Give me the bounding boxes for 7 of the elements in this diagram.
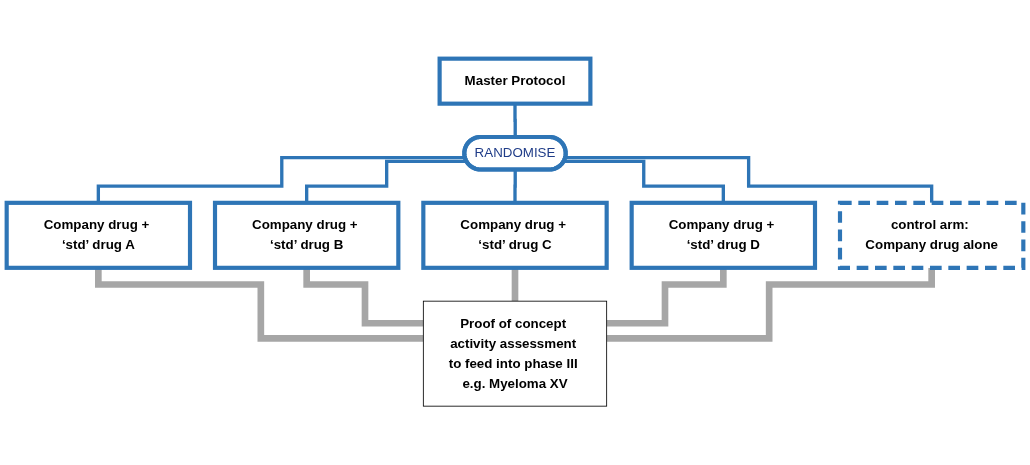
node-box: Company drug + ‘std’ drug A — [4, 200, 193, 270]
node-box: control arm: Company drug alone — [837, 200, 1026, 270]
node-box: Master Protocol — [437, 56, 593, 106]
node-box: Company drug + ‘std’ drug C — [421, 200, 609, 270]
node-box: Company drug + ‘std’ drug D — [629, 200, 818, 270]
node-box: Company drug + ‘std’ drug B — [212, 200, 401, 270]
node-box: Proof of concept activity assessment to feed into phase III e.g. Myeloma XV — [422, 300, 608, 407]
